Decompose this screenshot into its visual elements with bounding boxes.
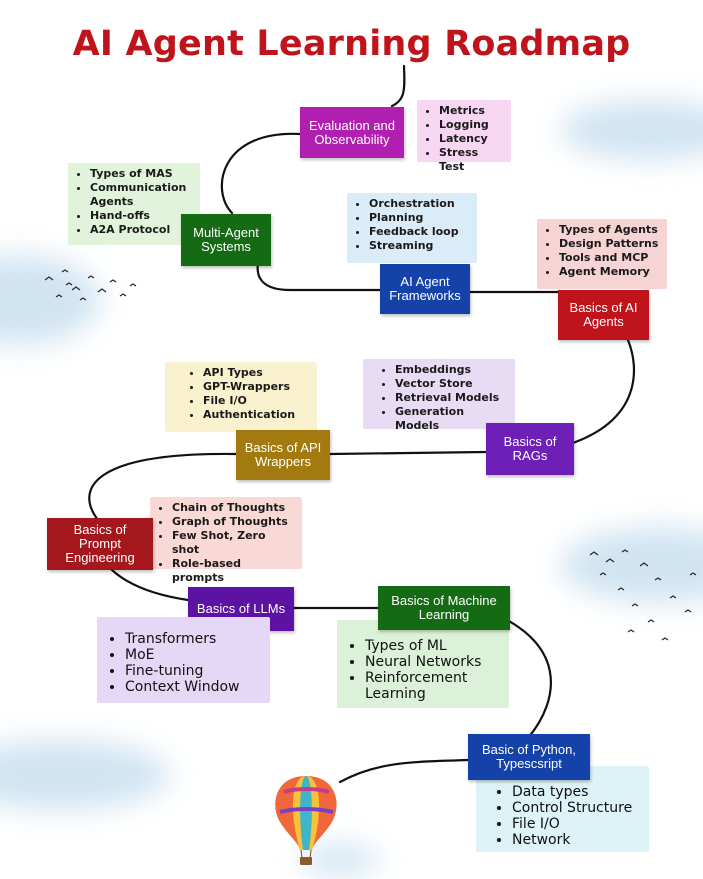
topic-item: Metrics [439, 104, 505, 118]
stage-label: Basics of Machine Learning [391, 593, 497, 622]
stage-label: AI Agent Frameworks [389, 274, 461, 303]
roadmap-path [88, 64, 636, 784]
topic-item: Control Structure [512, 800, 643, 816]
python-topics: Data types Control Structure File I/O Ne… [476, 766, 649, 852]
topic-item: Communication Agents [90, 181, 194, 209]
evaluation-topics: Metrics Logging Latency Stress Test [417, 100, 511, 173]
topic-item: Tools and MCP [559, 251, 661, 265]
llms-topics: Transformers MoE Fine-tuning Context Win… [97, 617, 270, 703]
birds-decoration [44, 269, 697, 641]
topic-item: Stress Test [439, 146, 505, 174]
topic-item: Planning [369, 211, 471, 225]
topic-item: Transformers [125, 631, 264, 647]
topic-item: Graph of Thoughts [172, 515, 296, 529]
topic-list: Transformers MoE Fine-tuning Context Win… [105, 631, 264, 695]
topic-list: Types of ML Neural Networks Reinforcemen… [345, 638, 503, 702]
topic-list: Types of Agents Design Patterns Tools an… [545, 223, 661, 279]
stage-label: Basics of RAGs [503, 434, 557, 463]
topic-item: Network [512, 832, 643, 848]
frameworks-topics: Orchestration Planning Feedback loop Str… [347, 193, 477, 263]
stage-python[interactable]: Basic of Python, Typescsript [468, 734, 590, 780]
topic-list: Data types Control Structure File I/O Ne… [484, 784, 643, 848]
stage-label: Basics of AI Agents [569, 300, 638, 329]
topic-list: Metrics Logging Latency Stress Test [425, 104, 505, 174]
stage-label: Basics of LLMs [196, 601, 286, 616]
topic-item: File I/O [203, 394, 311, 408]
topic-item: Types of MAS [90, 167, 194, 181]
stage-label: Evaluation and Observability [308, 117, 395, 147]
topic-item: Types of ML [365, 638, 503, 654]
api-wrappers-topics: API Types GPT-Wrappers File I/O Authenti… [165, 362, 317, 432]
stage-rags[interactable]: Basics of RAGs [486, 423, 574, 475]
machine-learning-topics: Types of ML Neural Networks Reinforcemen… [337, 620, 509, 708]
topic-item: Neural Networks [365, 654, 503, 670]
topic-list: API Types GPT-Wrappers File I/O Authenti… [173, 366, 311, 422]
stage-label: Basics of API Wrappers [244, 440, 322, 469]
topic-item: Orchestration [369, 197, 471, 211]
stage-prompt-engineering[interactable]: Basics of Prompt Engineering [47, 518, 153, 570]
topic-list: Types of MAS Communication Agents Hand-o… [76, 167, 194, 237]
topic-item: Embeddings [395, 363, 509, 377]
stage-label: Basic of Python, Typescsript [482, 742, 576, 771]
ai-agents-topics: Types of Agents Design Patterns Tools an… [537, 219, 667, 289]
topic-item: Feedback loop [369, 225, 471, 239]
topic-item: Data types [512, 784, 643, 800]
topic-item: Generation Models [395, 405, 509, 433]
topic-item: A2A Protocol [90, 223, 194, 237]
topic-item: API Types [203, 366, 311, 380]
topic-item: Logging [439, 118, 505, 132]
stage-machine-learning[interactable]: Basics of Machine Learning [378, 586, 510, 630]
topic-item: Retrieval Models [395, 391, 509, 405]
topic-item: Agent Memory [559, 265, 661, 279]
topic-list: Orchestration Planning Feedback loop Str… [355, 197, 471, 253]
stage-frameworks[interactable]: AI Agent Frameworks [380, 264, 470, 314]
topic-item: Chain of Thoughts [172, 501, 296, 515]
hot-air-balloon-icon [275, 776, 337, 865]
topic-list: Embeddings Vector Store Retrieval Models… [371, 363, 509, 433]
topic-item: Role-based prompts [172, 557, 296, 585]
stage-label: Basics of Prompt Engineering [65, 522, 135, 565]
cloud-decoration [0, 100, 703, 875]
topic-item: Context Window [125, 679, 264, 695]
stage-basics-ai-agents[interactable]: Basics of AI Agents [558, 290, 649, 340]
topic-item: Few Shot, Zero shot [172, 529, 296, 557]
topic-item: Types of Agents [559, 223, 661, 237]
page-title: AI Agent Learning Roadmap [72, 24, 631, 64]
multi-agent-topics: Types of MAS Communication Agents Hand-o… [68, 163, 200, 245]
topic-item: Fine-tuning [125, 663, 264, 679]
stage-multi-agent[interactable]: Multi-Agent Systems [181, 214, 271, 266]
prompt-engineering-topics: Chain of Thoughts Graph of Thoughts Few … [150, 497, 302, 584]
stage-label: Multi-Agent Systems [193, 225, 259, 254]
rags-topics: Embeddings Vector Store Retrieval Models… [363, 359, 515, 432]
topic-item: MoE [125, 647, 264, 663]
topic-item: Hand-offs [90, 209, 194, 223]
topic-item: Streaming [369, 239, 471, 253]
topic-item: Design Patterns [559, 237, 661, 251]
topic-item: File I/O [512, 816, 643, 832]
stage-evaluation[interactable]: Evaluation and Observability [300, 107, 404, 158]
topic-item: Vector Store [395, 377, 509, 391]
stage-api-wrappers[interactable]: Basics of API Wrappers [236, 430, 330, 480]
topic-item: Authentication [203, 408, 311, 422]
topic-item: Latency [439, 132, 505, 146]
topic-item: GPT-Wrappers [203, 380, 311, 394]
topic-item: Reinforcement Learning [365, 670, 503, 702]
topic-list: Chain of Thoughts Graph of Thoughts Few … [158, 501, 296, 585]
